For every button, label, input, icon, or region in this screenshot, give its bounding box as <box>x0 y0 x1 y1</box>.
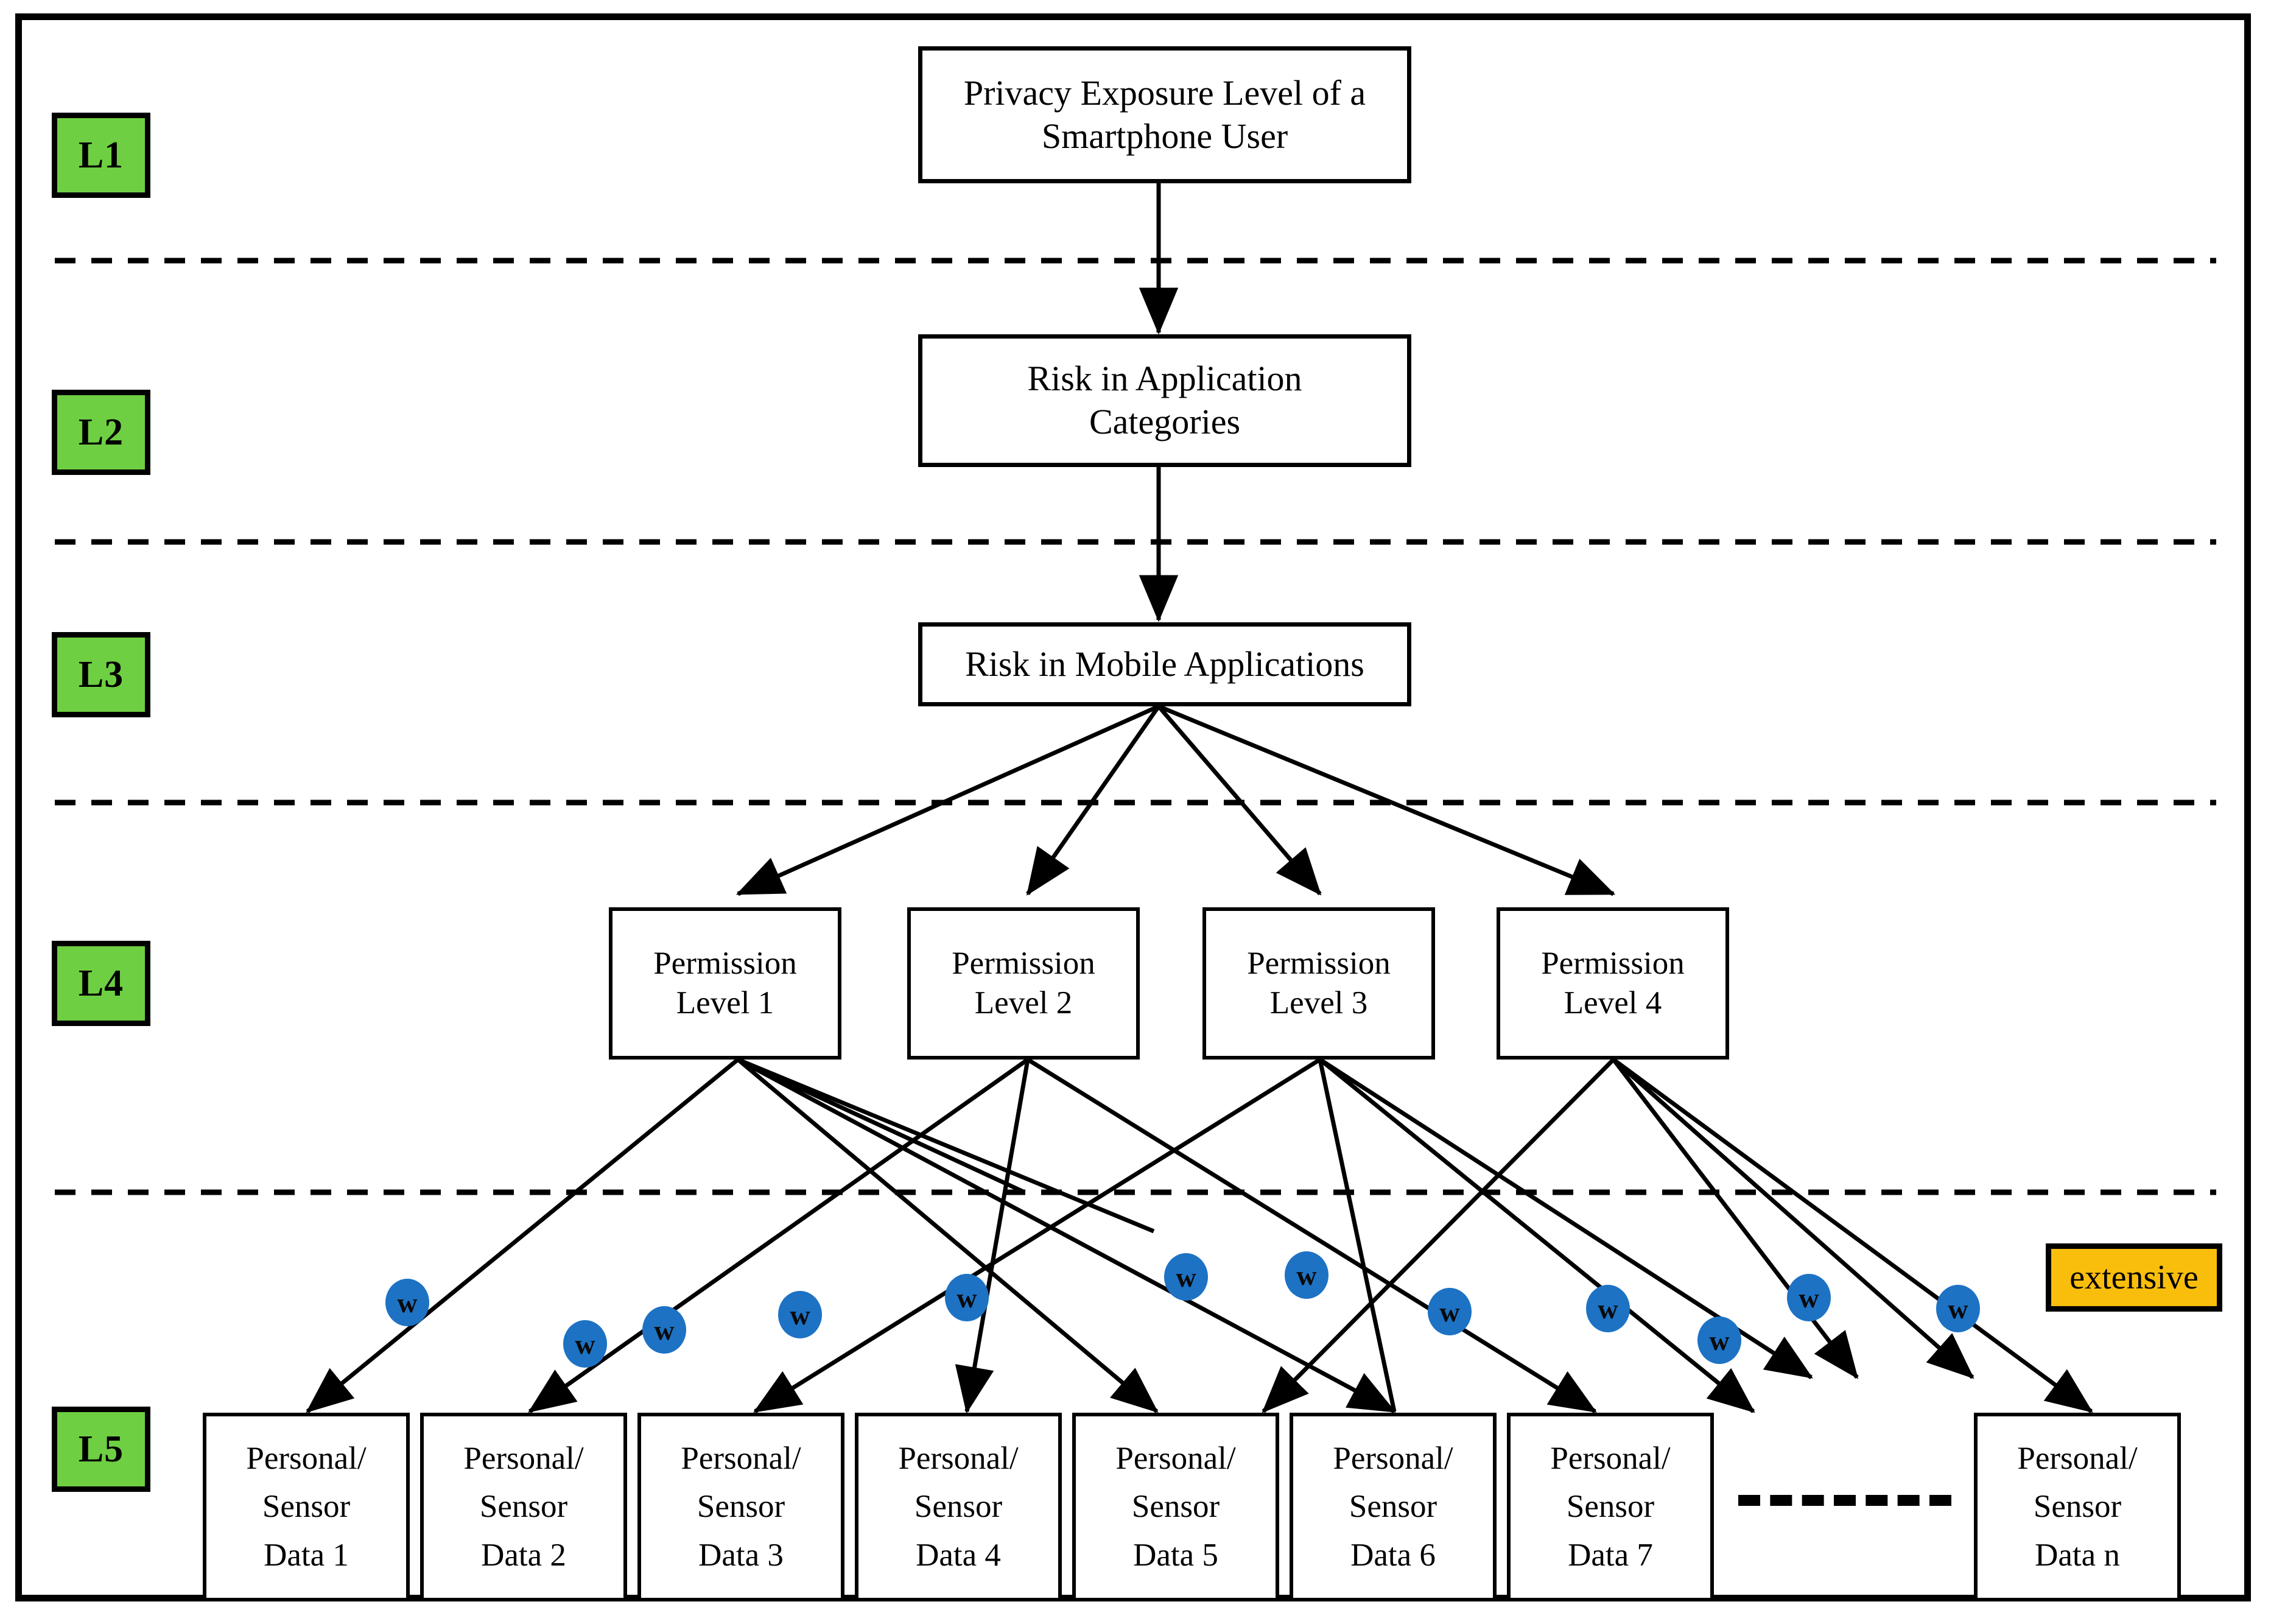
level-badge-l2-label: L2 <box>78 411 124 453</box>
node-dn-line1: Personal/ <box>2017 1440 2138 1476</box>
node-d4-line2: Sensor <box>914 1489 1003 1525</box>
level-badge-l4-label: L4 <box>78 962 124 1004</box>
node-privacy-exposure-level[interactable]: Privacy Exposure Level of a Smartphone U… <box>918 46 1411 183</box>
weight-bubble-5-label: w <box>1176 1261 1196 1293</box>
node-l2-line2: Categories <box>1089 402 1241 441</box>
weight-bubble-4-label: w <box>956 1282 977 1313</box>
node-permission-level-3[interactable]: Permission Level 3 <box>1202 907 1435 1060</box>
weight-bubble-12-label: w <box>575 1328 595 1360</box>
node-pl3-line1: Permission <box>1247 946 1391 982</box>
weight-bubble-6-label: w <box>1296 1259 1317 1291</box>
node-d1-line1: Personal/ <box>246 1440 367 1476</box>
weight-bubble-9-label: w <box>1709 1324 1730 1356</box>
node-l1-line1: Privacy Exposure Level of a <box>963 72 1366 113</box>
level-badge-l5: L5 <box>52 1407 150 1492</box>
legend-extensive-box[interactable]: extensive <box>2046 1243 2222 1312</box>
node-l2-line1: Risk in Application <box>1027 359 1302 399</box>
weight-bubble-10[interactable]: w <box>1787 1274 1831 1321</box>
node-d6-line3: Data 6 <box>1350 1537 1436 1573</box>
node-d7-line2: Sensor <box>1566 1489 1655 1525</box>
node-d6-line1: Personal/ <box>1333 1440 1453 1476</box>
node-d5-line3: Data 5 <box>1133 1537 1218 1573</box>
node-pl2-line2: Level 2 <box>974 985 1073 1021</box>
level-badge-l3-label: L3 <box>78 653 124 695</box>
node-data-3[interactable]: Personal/ Sensor Data 3 <box>637 1413 844 1601</box>
node-pl3-line2: Level 3 <box>1269 985 1368 1021</box>
weight-bubble-8[interactable]: w <box>1586 1285 1630 1332</box>
weight-bubble-6[interactable]: w <box>1285 1251 1329 1299</box>
node-d4-line3: Data 4 <box>916 1537 1001 1573</box>
weight-bubble-3[interactable]: w <box>778 1291 822 1338</box>
node-permission-level-4[interactable]: Permission Level 4 <box>1497 907 1729 1060</box>
node-data-5[interactable]: Personal/ Sensor Data 5 <box>1072 1413 1279 1601</box>
weight-bubble-1[interactable]: w <box>385 1279 429 1326</box>
node-l1-line2: Smartphone User <box>1041 116 1288 156</box>
node-pl1-line2: Level 1 <box>676 985 774 1021</box>
node-d3-line3: Data 3 <box>698 1537 784 1573</box>
weight-bubble-5[interactable]: w <box>1164 1253 1208 1301</box>
node-d2-line1: Personal/ <box>463 1440 584 1476</box>
weight-bubble-10-label: w <box>1799 1282 1819 1313</box>
weight-bubble-9[interactable]: w <box>1697 1316 1741 1364</box>
node-pl4-line2: Level 4 <box>1564 985 1662 1021</box>
diagram-frame <box>15 13 2251 1601</box>
node-d7-line3: Data 7 <box>1568 1537 1653 1573</box>
level-badge-l1: L1 <box>52 113 150 198</box>
node-permission-level-1[interactable]: Permission Level 1 <box>609 907 841 1060</box>
legend-extensive-label: extensive <box>2069 1259 2199 1296</box>
node-pl4-line1: Permission <box>1541 946 1685 982</box>
weight-bubble-12[interactable]: w <box>563 1320 607 1368</box>
node-dn-line3: Data n <box>2035 1537 2120 1573</box>
node-d5-line1: Personal/ <box>1115 1440 1236 1476</box>
node-risk-in-mobile-applications[interactable]: Risk in Mobile Applications <box>918 622 1411 706</box>
node-data-4[interactable]: Personal/ Sensor Data 4 <box>855 1413 1062 1601</box>
node-d2-line3: Data 2 <box>481 1537 566 1573</box>
weight-bubble-7[interactable]: w <box>1428 1288 1472 1335</box>
node-d3-line2: Sensor <box>697 1489 785 1525</box>
weight-bubble-8-label: w <box>1598 1293 1618 1324</box>
node-pl2-line1: Permission <box>952 946 1095 982</box>
node-data-2[interactable]: Personal/ Sensor Data 2 <box>420 1413 627 1601</box>
node-d4-line1: Personal/ <box>898 1440 1019 1476</box>
node-d3-line1: Personal/ <box>681 1440 801 1476</box>
level-badge-l4: L4 <box>52 941 150 1026</box>
weight-bubble-1-label: w <box>397 1287 418 1318</box>
weight-bubble-3-label: w <box>790 1299 810 1330</box>
weight-bubble-4[interactable]: w <box>945 1274 989 1321</box>
node-d2-line2: Sensor <box>479 1489 568 1525</box>
node-data-1[interactable]: Personal/ Sensor Data 1 <box>203 1413 410 1601</box>
node-permission-level-2[interactable]: Permission Level 2 <box>907 907 1140 1060</box>
node-d7-line1: Personal/ <box>1550 1440 1671 1476</box>
node-risk-in-application-categories[interactable]: Risk in Application Categories <box>918 334 1411 467</box>
level-badge-l5-label: L5 <box>78 1428 124 1470</box>
node-data-6[interactable]: Personal/ Sensor Data 6 <box>1290 1413 1497 1601</box>
node-d6-line2: Sensor <box>1349 1489 1437 1525</box>
node-dn-line2: Sensor <box>2033 1489 2122 1525</box>
node-data-n[interactable]: Personal/ Sensor Data n <box>1974 1413 2181 1601</box>
weight-bubble-2-label: w <box>654 1314 675 1346</box>
leaf-continuation-dashes <box>1738 1495 1951 1506</box>
node-data-7[interactable]: Personal/ Sensor Data 7 <box>1507 1413 1714 1601</box>
weight-bubble-2[interactable]: w <box>642 1306 686 1354</box>
node-d1-line2: Sensor <box>262 1489 351 1525</box>
node-d1-line3: Data 1 <box>264 1537 349 1573</box>
weight-bubble-7-label: w <box>1439 1296 1460 1327</box>
weight-bubble-11-label: w <box>1948 1293 1968 1324</box>
node-d5-line2: Sensor <box>1131 1489 1220 1525</box>
level-badge-l3: L3 <box>52 632 150 717</box>
level-badge-l1-label: L1 <box>78 134 124 176</box>
node-pl1-line1: Permission <box>653 946 797 982</box>
weight-bubble-11[interactable]: w <box>1936 1285 1980 1332</box>
level-badge-l2: L2 <box>52 390 150 475</box>
node-l3-line1: Risk in Mobile Applications <box>965 644 1364 684</box>
